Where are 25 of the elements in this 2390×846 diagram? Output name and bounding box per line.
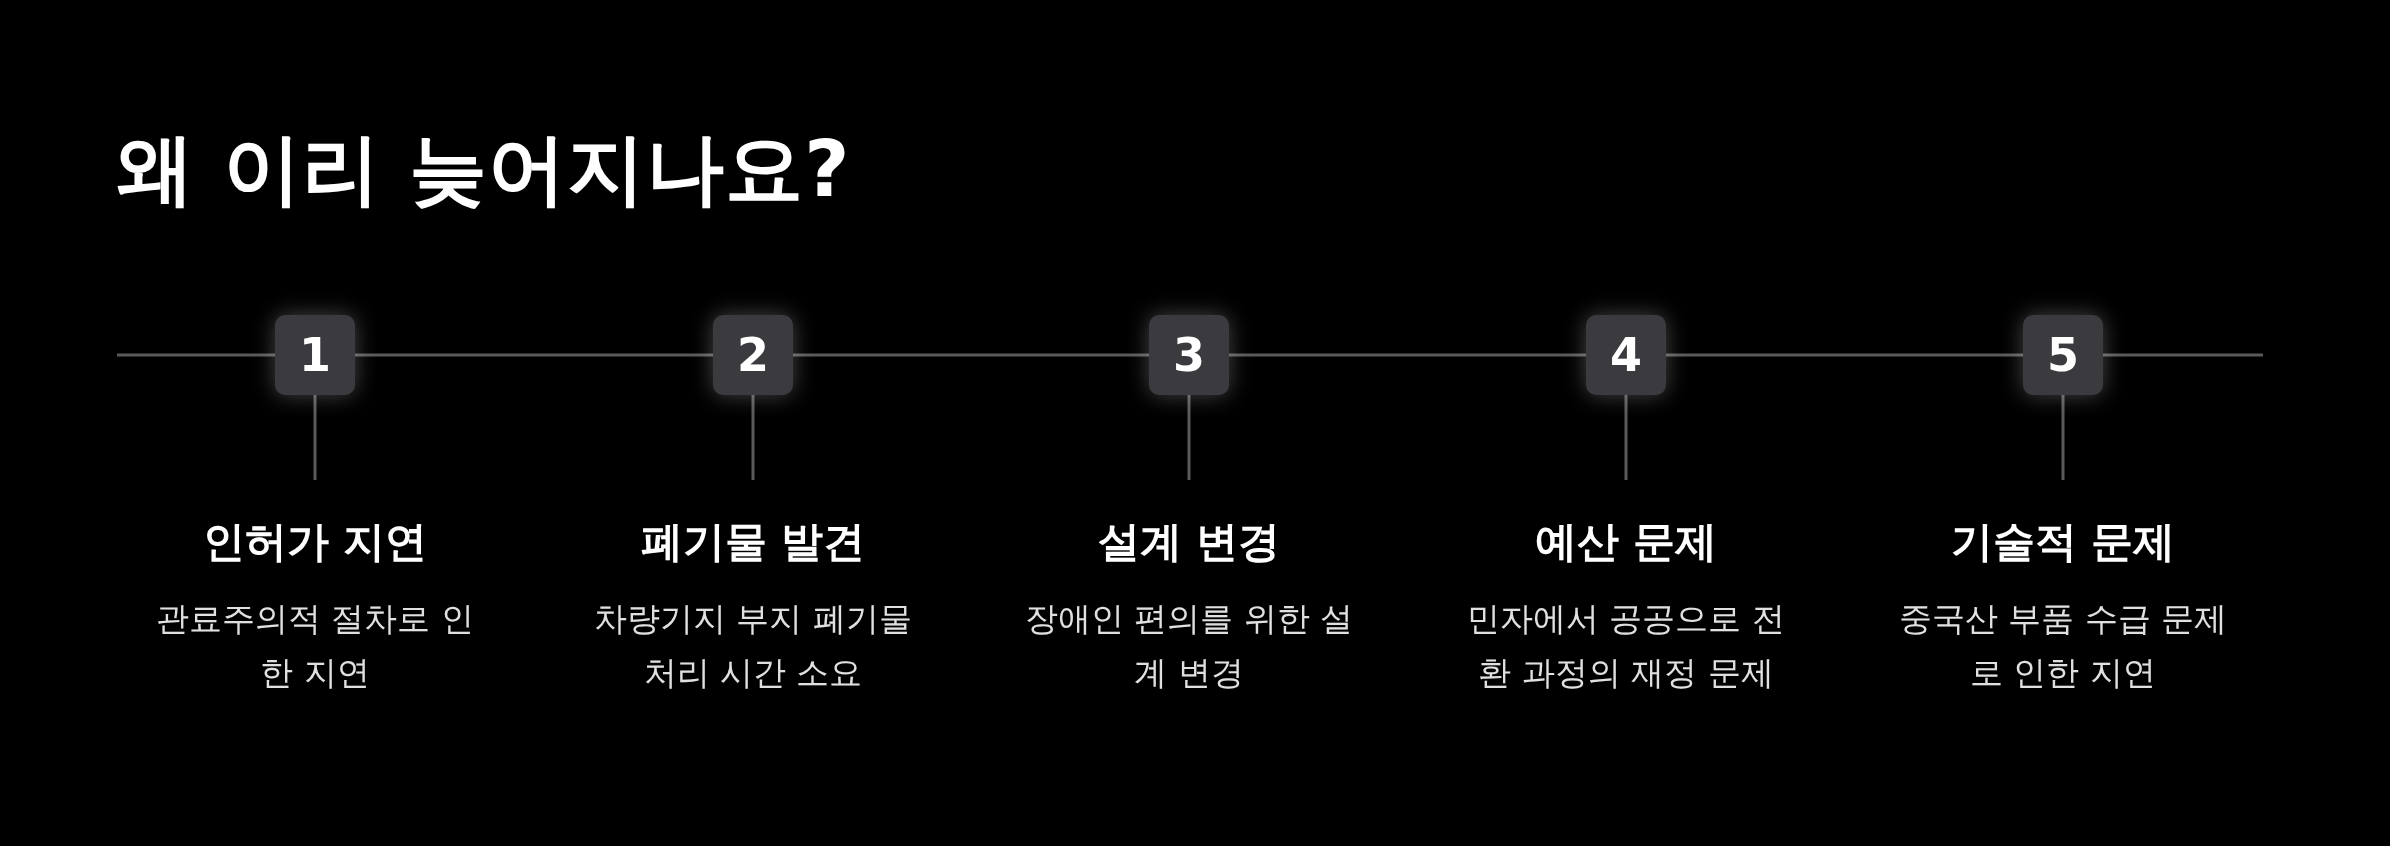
step-heading: 예산 문제 [1534,516,1718,568]
step-heading: 설계 변경 [1097,516,1281,568]
step-number-badge: 5 [2023,315,2103,395]
connector-line [1666,353,2023,357]
connector-line [751,395,755,480]
connector-line [1187,395,1191,480]
step-heading: 폐기물 발견 [640,516,866,568]
connector-line [2061,395,2065,480]
connector-line [313,395,317,480]
step-description: 차량기지 부지 폐기물 처리 시간 소요 [593,598,913,694]
step-description: 중국산 부품 수급 문제로 인한 지연 [1898,598,2228,694]
connector-line [1624,395,1628,480]
step-description: 장애인 편의를 위한 설계 변경 [1024,598,1354,694]
step-description: 민자에서 공공으로 전환 과정의 재정 문제 [1466,598,1786,694]
step-number-badge: 1 [275,315,355,395]
step-heading: 인허가 지연 [202,516,428,568]
step-description: 관료주의적 절차로 인한 지연 [155,598,475,694]
step-number-badge: 2 [713,315,793,395]
title: 왜 이리 늦어지나요? [116,123,851,216]
step-number-badge: 3 [1149,315,1229,395]
step-heading: 기술적 문제 [1950,516,2176,568]
connector-line [793,353,1149,357]
connector-line [355,353,713,357]
connector-line [1229,353,1586,357]
step-number-badge: 4 [1586,315,1666,395]
